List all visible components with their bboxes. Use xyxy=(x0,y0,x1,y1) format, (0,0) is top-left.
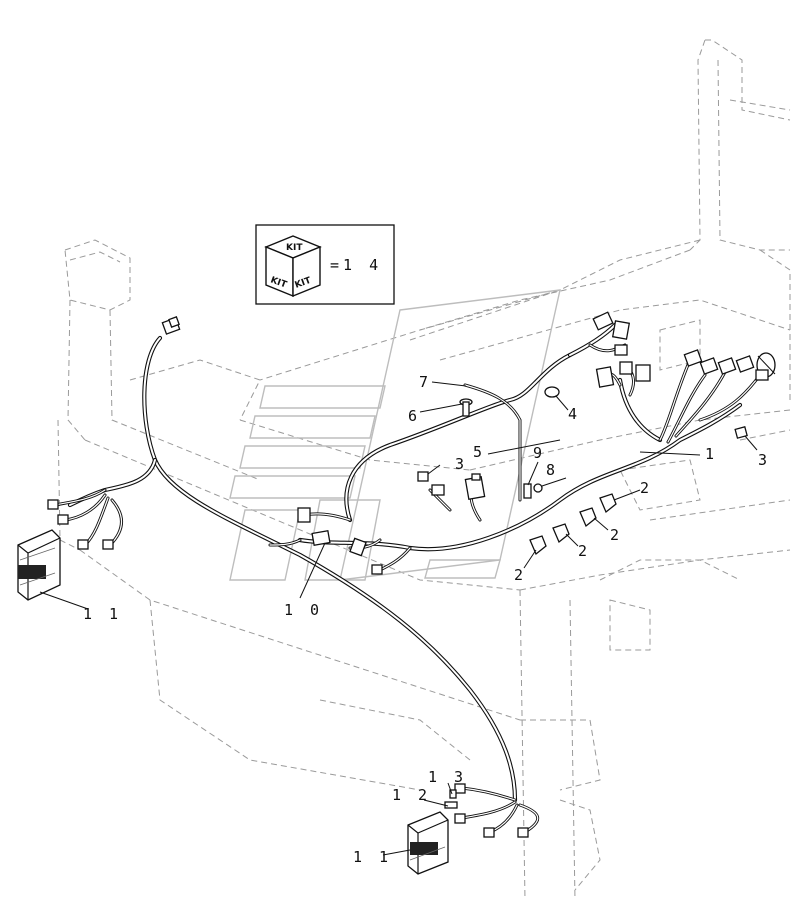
connector-rear-4 xyxy=(517,827,529,838)
diode xyxy=(523,483,532,499)
connector-mid-1 xyxy=(431,484,445,496)
callout-5: 5 xyxy=(473,443,486,461)
callout-6: 6 xyxy=(408,407,421,425)
chassis-outline xyxy=(57,39,791,901)
bulb xyxy=(449,789,457,799)
ring xyxy=(544,386,560,398)
watermark-logo xyxy=(229,289,561,581)
kit-cube-top-label: KIT xyxy=(286,243,303,253)
callout-4: 4 xyxy=(568,405,581,423)
connector-left-1 xyxy=(47,499,59,510)
kit-cube-icon: KIT KIT KIT xyxy=(264,235,322,298)
callout-3-right: 3 xyxy=(758,451,771,469)
pressure-switch xyxy=(755,352,776,381)
connector-left-4 xyxy=(102,539,114,550)
callout-2-c: 2 xyxy=(578,542,591,560)
bulb-holder xyxy=(444,801,458,809)
clip-1 xyxy=(599,493,617,514)
callout-1: 1 xyxy=(705,445,718,463)
connector-right-item-3 xyxy=(734,426,748,439)
callout-3-mid: 3 xyxy=(455,455,468,473)
callout-2-b: 2 xyxy=(610,526,623,544)
callout-2-a: 2 xyxy=(640,479,653,497)
callout-10: 1 0 xyxy=(284,601,323,619)
callout-12: 1 2 xyxy=(392,786,431,804)
leader-lines xyxy=(39,381,758,856)
callout-labels: 7 6 4 5 3 9 8 1 3 2 2 2 2 1 0 1 1 1 3 1 … xyxy=(83,373,771,866)
callout-11-rear: 1 1 xyxy=(353,848,392,866)
connectors xyxy=(17,311,776,875)
callout-11-left: 1 1 xyxy=(83,605,122,623)
connector-rear-2 xyxy=(454,813,466,824)
wiring-harness xyxy=(67,322,743,803)
connector-left-3 xyxy=(77,539,89,550)
bolt xyxy=(459,398,473,417)
callout-2-d: 2 xyxy=(514,566,527,584)
connector-item-10 xyxy=(297,507,383,575)
connector-rear-3 xyxy=(483,827,495,838)
clip-4 xyxy=(529,535,547,556)
grommet xyxy=(533,483,543,493)
callout-9: 9 xyxy=(533,444,546,462)
kit-quantity: =1 4 xyxy=(330,256,382,274)
tail-lamp-left xyxy=(17,529,61,601)
relay-box xyxy=(464,473,486,500)
kit-box: KIT KIT KIT =1 4 xyxy=(255,224,395,305)
connector-item-3-mid xyxy=(417,471,429,482)
connector-top-left xyxy=(161,316,181,335)
callout-8: 8 xyxy=(546,461,559,479)
callout-7: 7 xyxy=(419,373,432,391)
tail-lamp-rear xyxy=(407,811,449,875)
connector-left-2 xyxy=(57,514,69,525)
callout-13: 1 3 xyxy=(428,768,467,786)
clip-3 xyxy=(552,523,570,544)
connector-cluster xyxy=(592,311,755,388)
connector-rear-1 xyxy=(454,783,466,794)
clip-2 xyxy=(579,507,597,528)
